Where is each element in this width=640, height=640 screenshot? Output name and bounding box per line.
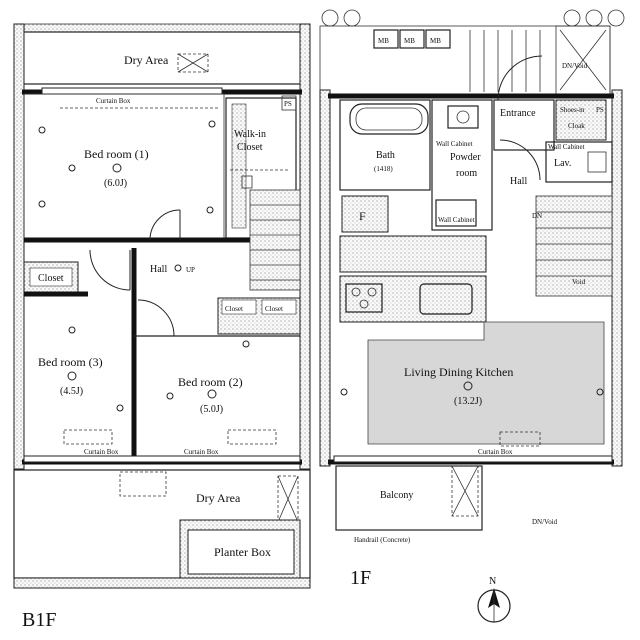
lavatory <box>545 141 613 183</box>
bath-name: Bath <box>376 150 395 161</box>
kitchen-sink <box>419 283 473 315</box>
dn-mark: DN <box>532 212 542 220</box>
wall-cabinet-mid: Wall Cabinet <box>438 216 475 224</box>
ldk-name: Living Dining Kitchen <box>404 365 513 379</box>
b1f-floor-label: B1F <box>22 609 56 631</box>
bedroom-3-door <box>89 249 131 291</box>
mb-box-2: MB <box>404 37 415 45</box>
closet-left-label: Closet <box>38 273 64 284</box>
entrance-label: Entrance <box>500 108 536 119</box>
bedroom-2-door <box>137 299 175 337</box>
kitchen-island <box>339 275 487 323</box>
curtain-box-top-label: Curtain Box <box>96 97 131 105</box>
shoes-in-cloak-label-2: Cloak <box>568 122 585 130</box>
walk-in-closet-label-1: Walk-in <box>234 129 266 140</box>
dn-void-top: DN/Void <box>562 62 588 70</box>
b1f-left-wall <box>13 23 25 470</box>
powder-room-label-1: Powder <box>450 152 481 163</box>
kitchen-back-counter <box>339 235 487 273</box>
closet-mid-2-label: Closet <box>265 305 283 313</box>
powder-room-label-2: room <box>456 168 477 179</box>
mb-box-1: MB <box>378 37 389 45</box>
balcony-label: Balcony <box>380 490 413 501</box>
bedroom-1 <box>23 93 225 240</box>
dn-void-bottom: DN/Void <box>532 518 558 526</box>
entrance <box>493 99 555 151</box>
f1-stairs <box>535 195 613 297</box>
f1-floor-label: 1F <box>350 567 371 589</box>
ldk-floor <box>367 321 605 445</box>
mb-box-3: MB <box>430 37 441 45</box>
powder-room <box>431 99 493 231</box>
planter-box-label: Planter Box <box>214 545 271 559</box>
f1-hall-label: Hall <box>510 176 527 187</box>
dry-area-bottom-label: Dry Area <box>196 491 241 505</box>
lav-label: Lav. <box>554 158 571 169</box>
walk-in-closet-label-2: Closet <box>237 142 263 153</box>
shoes-in-cloak-label-1: Shoes-in <box>560 106 585 114</box>
closet-mid-1-label: Closet <box>225 305 243 313</box>
b1f-ps-label: PS <box>284 100 292 108</box>
north-compass: N <box>477 576 511 623</box>
b1f-plan: Dry Area Curtain Box Bed room (1) (6.0J)… <box>13 23 311 631</box>
b1f-stairs <box>249 189 301 291</box>
toilet <box>435 199 477 227</box>
bedroom-1-size: (6.0J) <box>104 178 127 189</box>
bathtub <box>349 103 429 135</box>
f1-ps-label: PS <box>596 106 604 114</box>
bedroom-2-size: (5.0J) <box>200 404 223 415</box>
fridge-label: F <box>359 209 366 223</box>
bedroom-3-size: (4.5J) <box>60 386 83 397</box>
bedroom-3-name: Bed room (3) <box>38 355 103 369</box>
bath-room <box>339 99 431 191</box>
handrail-label: Handrail (Concrete) <box>354 536 411 544</box>
wall-cabinet-top: Wall Cabinet <box>436 140 473 148</box>
wall-cabinet-right: Wall Cabinet <box>548 143 585 151</box>
trees-top <box>321 9 625 27</box>
void-label: Void <box>572 278 586 286</box>
ldk-size: (13.2J) <box>454 396 482 407</box>
compass-north-label: N <box>489 576 496 587</box>
cooktop <box>345 283 383 313</box>
balcony <box>335 465 483 531</box>
curtain-box-bottom-2: Curtain Box <box>184 448 219 456</box>
shoes-in-cloak <box>555 99 607 141</box>
entrance-door <box>497 55 543 101</box>
dry-area-top-drain <box>177 53 209 73</box>
refrigerator <box>341 195 389 233</box>
f1-curtain-box-label: Curtain Box <box>478 448 513 456</box>
bath-size: (1418) <box>374 165 393 173</box>
curtain-box-bottom-1: Curtain Box <box>84 448 119 456</box>
b1f-up-mark: UP <box>186 266 195 274</box>
dry-area-top-label: Dry Area <box>124 53 169 67</box>
b1f-hall-label: Hall <box>150 264 167 275</box>
b1f-top-ground-strip <box>13 23 311 33</box>
bedroom-1-door <box>149 209 181 241</box>
bedroom-2-name: Bed room (2) <box>178 375 243 389</box>
bedroom-1-name: Bed room (1) <box>84 147 149 161</box>
f1-plan: MB MB MB DN/Void Bath (1418) Wall Cabine… <box>319 9 625 623</box>
